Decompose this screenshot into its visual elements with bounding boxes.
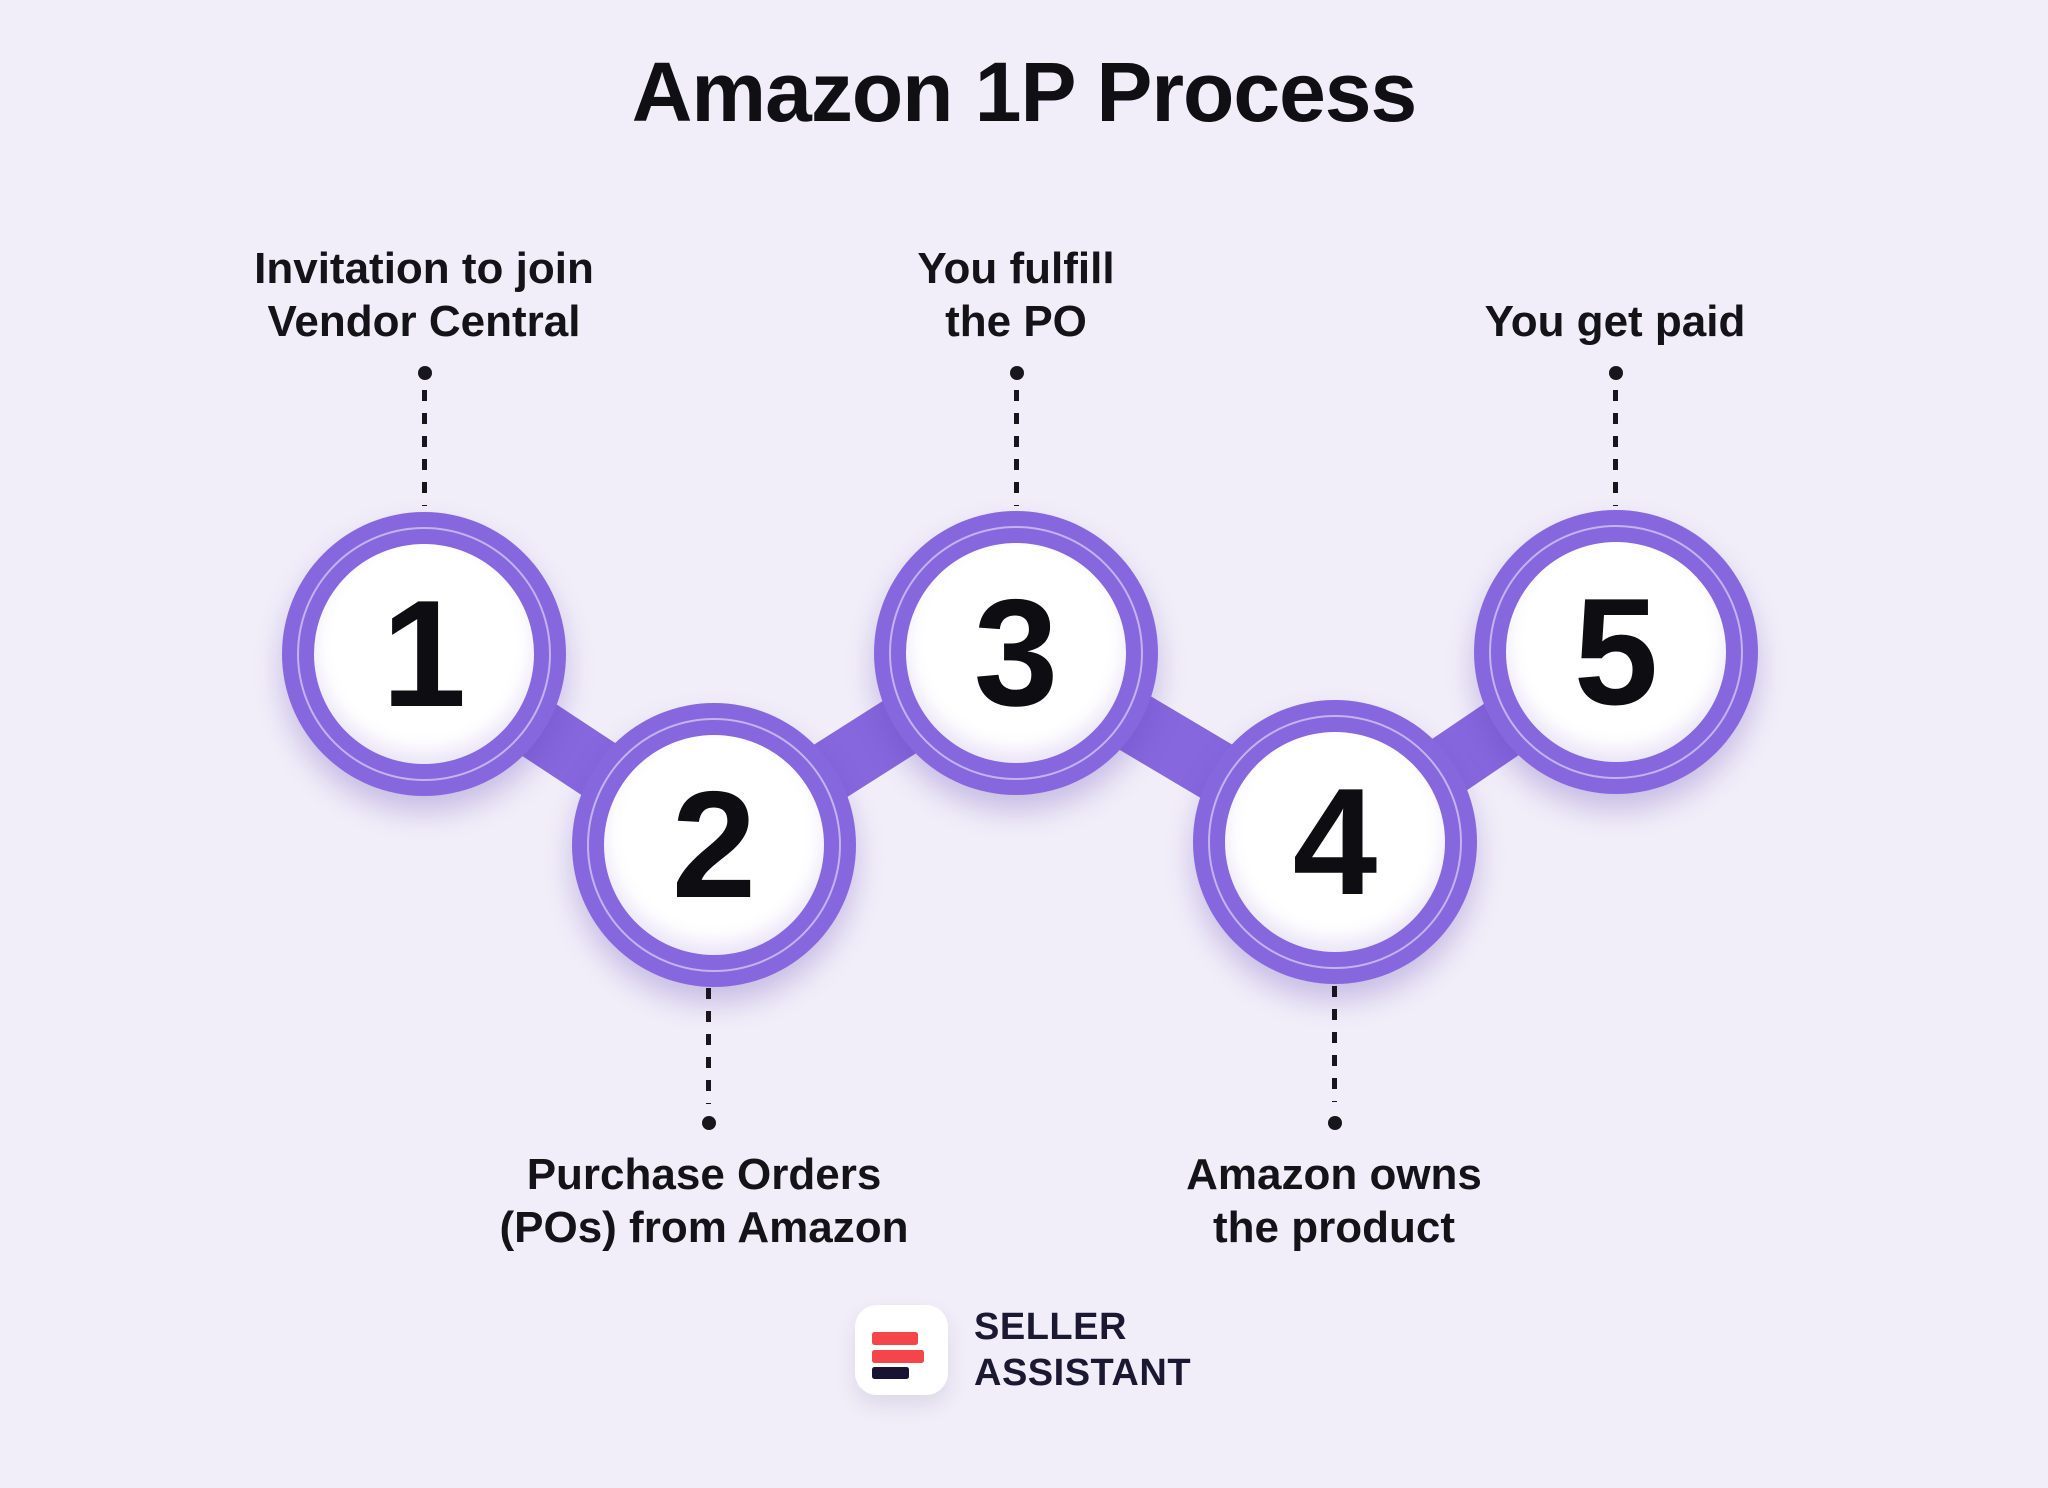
circle-hairline — [1208, 715, 1462, 969]
step-circle-4: 4 — [1193, 700, 1477, 984]
step-label-line: the PO — [945, 297, 1087, 346]
leader-dot-4 — [1328, 1116, 1342, 1130]
step-circle-3: 3 — [874, 511, 1158, 795]
leader-dot-2 — [702, 1116, 716, 1130]
circle-inner: 3 — [906, 543, 1126, 763]
circle-inner: 4 — [1225, 732, 1445, 952]
step-number: 2 — [671, 760, 757, 930]
leader-dot-3 — [1010, 366, 1024, 380]
brand-name: SELLER ASSISTANT — [974, 1304, 1191, 1396]
circle-hairline — [297, 527, 551, 781]
step-circle-2: 2 — [572, 703, 856, 987]
logo-bar-dark-bottom — [872, 1367, 909, 1379]
leader-dot-1 — [418, 366, 432, 380]
circle-inner: 1 — [314, 544, 534, 764]
step-number: 1 — [381, 569, 467, 739]
step-label-1: Invitation to join Vendor Central — [144, 236, 704, 348]
step-label-line: Vendor Central — [267, 297, 581, 346]
logo-bar-red-top — [872, 1332, 918, 1345]
step-label-line: Purchase Orders — [526, 1150, 882, 1199]
circle-hairline — [1489, 525, 1743, 779]
page-title: Amazon 1P Process — [631, 45, 1418, 139]
leader-line-2 — [706, 988, 711, 1104]
logo-bars-icon — [855, 1305, 948, 1395]
leader-line-5 — [1613, 390, 1618, 506]
step-number: 5 — [1573, 567, 1659, 737]
leader-line-1 — [422, 390, 427, 506]
step-label-line: You get paid — [1484, 297, 1746, 346]
circle-hairline — [587, 718, 841, 972]
seller-assistant-logo: SELLER ASSISTANT — [855, 1304, 1191, 1396]
step-label-line: Invitation to join — [254, 244, 594, 293]
logo-bar-red-middle — [872, 1350, 924, 1363]
step-label-5: You get paid — [1335, 236, 1895, 348]
circle-inner: 2 — [604, 735, 824, 955]
leader-line-4 — [1332, 986, 1337, 1102]
step-label-3: You fulfill the PO — [736, 236, 1296, 348]
step-label-line: the product — [1213, 1203, 1455, 1252]
step-label-line: Amazon owns — [1186, 1150, 1482, 1199]
circle-hairline — [889, 526, 1143, 780]
step-label-4: Amazon owns the product — [1054, 1148, 1614, 1260]
brand-name-line2: ASSISTANT — [974, 1352, 1192, 1394]
leader-line-3 — [1014, 390, 1019, 506]
leader-dot-5 — [1609, 366, 1623, 380]
step-label-2: Purchase Orders (POs) from Amazon — [424, 1148, 984, 1260]
step-circle-1: 1 — [282, 512, 566, 796]
step-number: 4 — [1292, 757, 1378, 927]
step-label-line: You fulfill — [917, 244, 1115, 293]
step-label-line: (POs) from Amazon — [499, 1203, 909, 1252]
step-circle-5: 5 — [1474, 510, 1758, 794]
circle-inner: 5 — [1506, 542, 1726, 762]
step-number: 3 — [973, 568, 1059, 738]
brand-name-line1: SELLER — [974, 1306, 1127, 1348]
